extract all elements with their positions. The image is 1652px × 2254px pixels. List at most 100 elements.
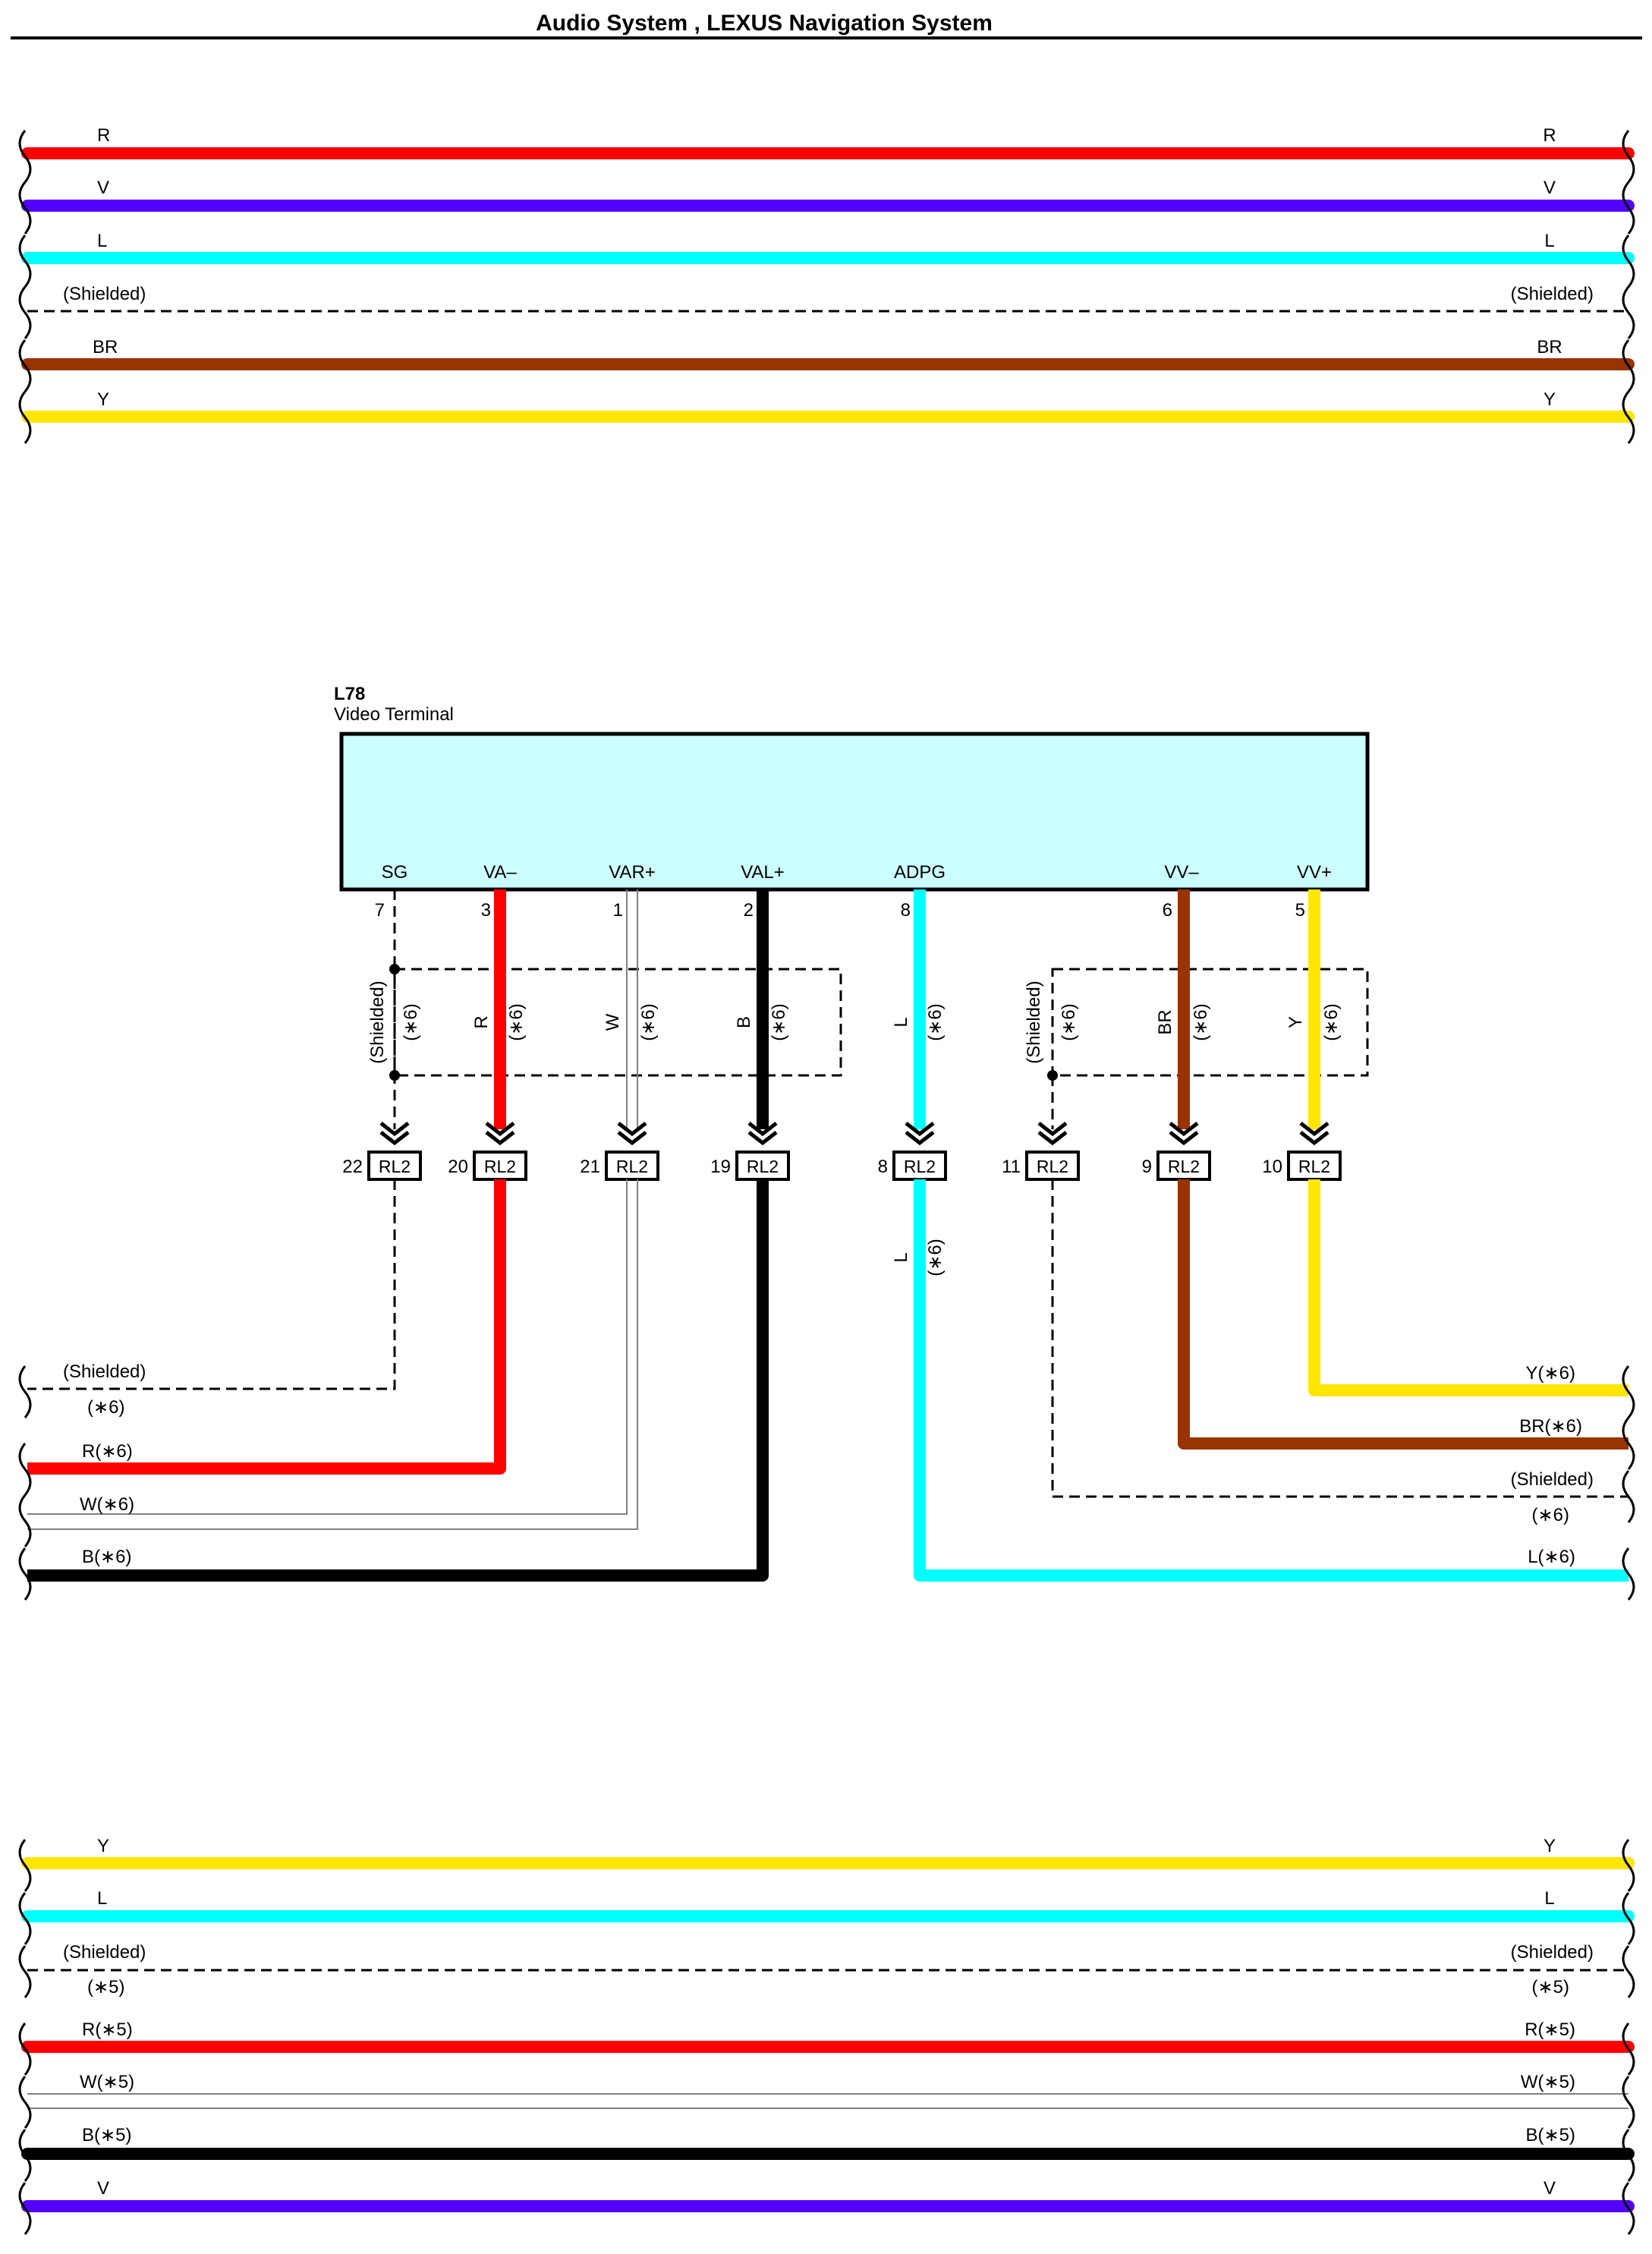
wire-label: (Shielded) [1511,1469,1594,1490]
terminal-pin: 7 [375,900,385,921]
wire-color-label: R [471,1015,492,1028]
connector-code: RL2 [904,1157,936,1176]
wire-label: W(∗6) [80,1494,134,1515]
page-title: Audio System , LEXUS Navigation System [536,11,993,36]
wire-note-label: (∗6) [638,1003,659,1040]
bottom-wire-shielded: (Shielded) (Shielded) (∗5) (∗5) [27,1942,1628,1997]
wire-color-label: (Shielded) [1024,981,1044,1063]
terminal-pin: 2 [744,900,754,921]
connector-rl2-11: RL2 11 [1002,1151,1080,1181]
wire-label: L(∗6) [1528,1547,1575,1567]
terminal-pin: 1 [613,900,623,921]
connector-rl2-19: RL2 19 [710,1151,790,1181]
middle-left-labels: (Shielded) (∗6) R(∗6) W(∗6) B(∗6) [63,1362,146,1567]
wire-label-right: L [1544,1888,1554,1909]
terminal-pin: 3 [481,900,491,921]
connector-pin: 20 [448,1157,468,1177]
top-wire-v: V V [21,178,1635,212]
component-name: Video Terminal [334,704,454,725]
wire-color-label: L [891,1252,911,1262]
junction-dot [1047,1070,1058,1081]
wire-br-route [1178,1179,1628,1450]
connector-rl2-22: RL2 22 [342,1151,422,1181]
wire-label-right: B(∗5) [1526,2125,1575,2145]
top-wire-r: R R [21,125,1635,159]
routed-wires [27,1179,1628,1582]
bottom-wire-y: Y Y [21,1836,1635,1869]
wire-note-label: (∗6) [1059,1003,1079,1040]
video-terminal-component: L78 Video Terminal SG VA– VAR+ VAL+ ADPG… [334,684,1370,921]
junction-dot [389,964,400,974]
bottom-wire-group: Y Y L L (Shielded) (Shielded) (∗5) (∗5) … [18,1836,1635,2236]
wire-y-route [1308,1179,1628,1396]
component-code: L78 [334,684,365,704]
connector-rl2-21: RL2 21 [580,1151,659,1181]
connector-rl2-10: RL2 10 [1262,1151,1342,1181]
connector-pin: 22 [342,1157,363,1177]
wire-label-right: Y [1543,389,1556,410]
top-wire-br: BR BR [21,337,1635,370]
wire-label-right: R(∗5) [1525,2019,1575,2040]
bottom-wire-r: R(∗5) R(∗5) [21,2019,1635,2053]
terminal-name: VA– [483,862,517,883]
connector-code: RL2 [1168,1157,1200,1176]
bottom-wire-v: V V [21,2178,1635,2212]
connector-pin: 11 [1002,1157,1021,1177]
top-left-bracket [18,129,32,445]
wire-note-label: (∗6) [506,1003,527,1040]
wire-note-right: (∗5) [1532,1977,1569,1997]
wire-label-right: (Shielded) [1511,1942,1594,1963]
wire-label-left: Y [97,1836,109,1856]
terminal-pin: 6 [1163,900,1172,921]
wire-label-left: (Shielded) [63,284,146,304]
wire-label: Y(∗6) [1526,1363,1575,1384]
wire-label-right: W(∗5) [1521,2072,1575,2092]
wire-w-route [27,1179,628,1515]
component-body [339,732,1370,892]
wire-shield-left-route [27,1179,396,1390]
terminal-pin: 8 [901,900,911,921]
middle-right-labels: Y(∗6) BR(∗6) (Shielded) (∗6) L(∗6) [1511,1363,1594,1567]
wire-note-label: (∗6) [925,1239,946,1276]
top-right-bracket [1622,129,1635,445]
wire-color-label: Y [1285,1016,1306,1028]
terminal-name: SG [382,862,408,883]
wire-label-left: R [97,125,110,146]
wire-label-right: R [1543,125,1556,146]
connector-pin: 21 [580,1157,600,1177]
wire-color-label: L [891,1017,911,1027]
wire-label: (Shielded) [63,1362,146,1382]
terminal-name: VAL+ [741,862,785,883]
wire-label-right: L [1544,231,1554,251]
wire-label-left: L [97,1888,107,1909]
wire-label-right: (Shielded) [1511,284,1594,304]
top-wire-group: R R V V L L (Shielded) (Shielded) BR BR … [18,125,1635,445]
wire-label-right: BR [1537,337,1562,357]
wire-label-left: L [97,231,107,251]
wire-note-label: (∗6) [401,1003,421,1040]
top-wire-l: L L [21,231,1635,264]
connector-code: RL2 [1298,1157,1330,1176]
connector-pin: 9 [1142,1157,1152,1177]
wire-label-right: V [1543,178,1556,198]
bottom-wire-b: B(∗5) B(∗5) [21,2125,1635,2160]
wire-color-label: B [734,1016,754,1028]
wire-label-left: R(∗5) [82,2019,133,2040]
bottom-left-bracket [18,1838,32,2236]
connector-pin: 8 [878,1157,888,1177]
connector-rl2-9: RL2 9 [1142,1151,1211,1181]
bottom-wire-w: W(∗5) W(∗5) [27,2072,1628,2109]
wire-label-left: W(∗5) [80,2072,134,2092]
middle-right-bracket [1622,1365,1635,1601]
vertical-wires [389,889,1320,1129]
wire-label: R(∗6) [82,1441,133,1462]
top-wire-shielded: (Shielded) (Shielded) [27,284,1628,313]
wire-l-route [914,1179,1628,1582]
terminal-name: VV– [1164,862,1199,883]
top-wire-y: Y Y [21,389,1635,423]
shield-group-right [1051,968,1369,1077]
terminal-name: ADPG [894,862,946,883]
middle-left-bracket [18,1365,32,1601]
wire-w-route [27,1179,638,1530]
wire-label-right: Y [1543,1836,1556,1856]
